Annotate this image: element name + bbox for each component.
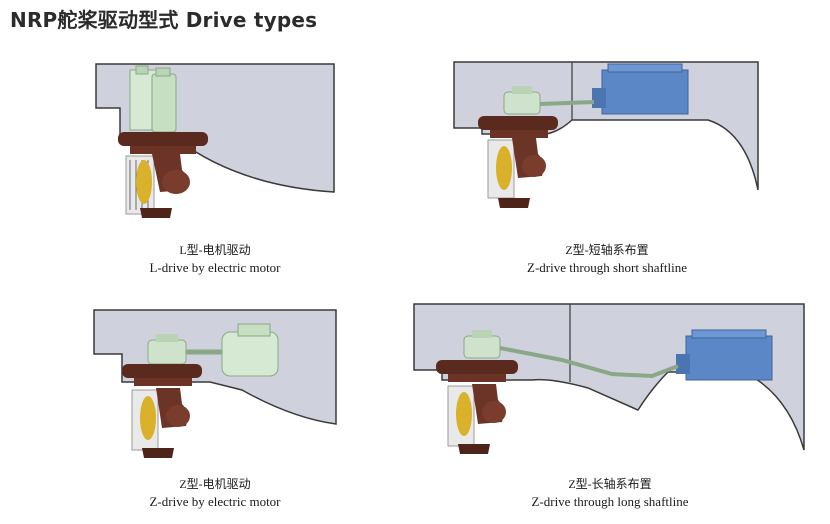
caption-z-drive-short: Z型-短轴系布置 Z-drive through short shaftline (457, 242, 757, 276)
z-drive-long-illustration (413, 303, 805, 454)
z-drive-electric-illustration (93, 309, 337, 458)
caption-en: Z-drive through short shaftline (527, 260, 687, 275)
panel-l-drive-electric: L型-电机驱动 L-drive by electric motor (90, 58, 340, 275)
caption-l-drive-electric: L型-电机驱动 L-drive by electric motor (65, 242, 365, 276)
electric-motor-icon (129, 65, 177, 133)
caption-cn: Z型-电机驱动 (179, 477, 251, 491)
caption-en: Z-drive through long shaftline (531, 494, 689, 509)
thruster-mount-icon (118, 132, 208, 154)
panel-z-drive-long: Z型-长轴系布置 Z-drive through long shaftline (412, 298, 808, 509)
gearbox-icon (503, 86, 541, 115)
caption-z-drive-electric: Z型-电机驱动 Z-drive by electric motor (65, 476, 365, 510)
caption-cn: Z型-短轴系布置 (565, 243, 649, 257)
caption-z-drive-long: Z型-长轴系布置 Z-drive through long shaftline (460, 476, 760, 510)
panel-z-drive-short: Z型-短轴系布置 Z-drive through short shaftline (452, 58, 762, 275)
thruster-mount-icon (478, 116, 558, 138)
z-drive-short-illustration (453, 61, 759, 208)
diesel-engine-icon (592, 63, 689, 115)
thruster-mount-icon (436, 360, 518, 382)
shaftline (539, 100, 595, 106)
electric-motor-icon (221, 323, 279, 377)
caption-cn: L型-电机驱动 (179, 243, 251, 257)
gearbox-icon (463, 330, 501, 359)
l-drive-electric-illustration (95, 63, 335, 218)
thruster-mount-icon (122, 364, 202, 386)
propeller-unit-icon (125, 154, 190, 218)
panel-z-drive-electric: Z型-电机驱动 Z-drive by electric motor (92, 306, 342, 509)
propeller-unit-icon (447, 384, 506, 454)
propeller-unit-icon (487, 138, 546, 208)
caption-cn: Z型-长轴系布置 (568, 477, 652, 491)
page-title: NRP舵桨驱动型式 Drive types (10, 8, 318, 32)
shaftline (499, 346, 679, 379)
propeller-unit-icon (131, 388, 190, 458)
caption-en: Z-drive by electric motor (149, 494, 281, 509)
diesel-engine-icon (676, 329, 773, 381)
caption-en: L-drive by electric motor (149, 260, 281, 275)
